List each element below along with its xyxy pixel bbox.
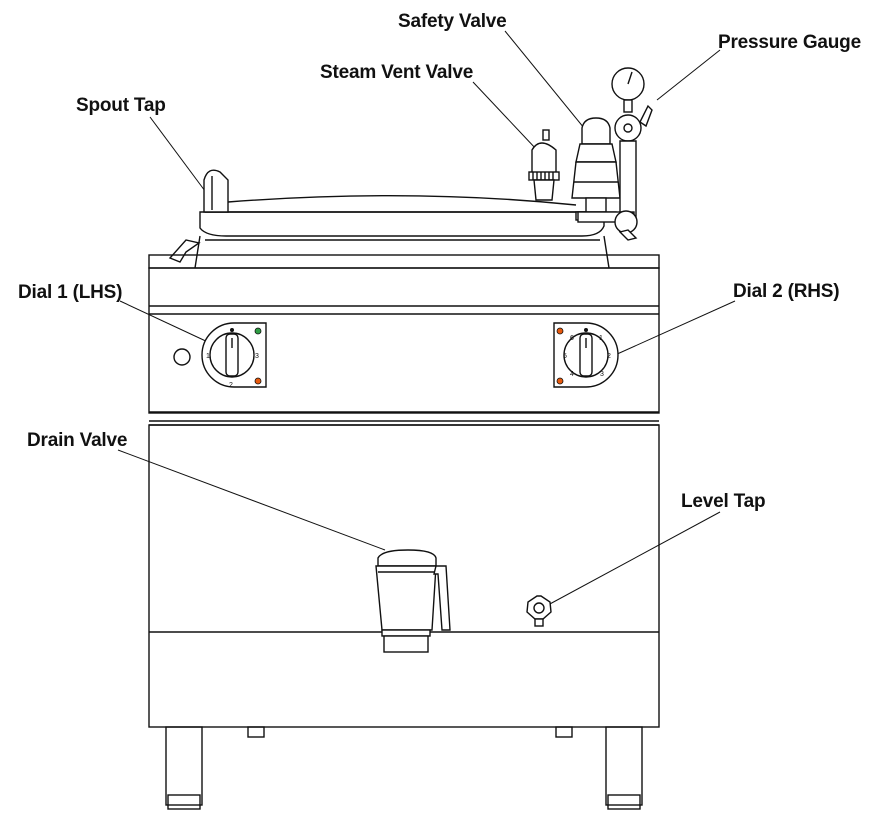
dial-2-indicator-dot [584, 328, 588, 332]
dial-1-indicator-dot [230, 328, 234, 332]
pan-lid [194, 194, 610, 269]
leader-level-tap [547, 511, 721, 606]
lower-cabinet [148, 424, 660, 728]
safety-valve [571, 117, 621, 221]
leg-right-cap [607, 794, 641, 810]
dial-2-mark: 6 [570, 335, 574, 342]
leader-drain-valve [117, 449, 386, 551]
foot-inner-right [555, 726, 573, 738]
dial-2-knob [579, 333, 593, 377]
steam-vent-valve [528, 129, 560, 201]
dial-2-rhs: 1 2 3 4 5 6 [553, 322, 619, 388]
label-safety-valve: Safety Valve [398, 11, 507, 32]
pressure-gauge [577, 67, 653, 241]
dial-1-orange-light [254, 377, 262, 385]
dial-2-mark: 1 [599, 335, 603, 342]
dial-1-mark: 3 [255, 353, 259, 360]
drain-valve [375, 549, 451, 653]
dial-1-green-light [254, 327, 262, 335]
dial-1-mark: 2 [229, 382, 233, 389]
dial-2-orange-light-top [556, 327, 564, 335]
label-drain-valve: Drain Valve [27, 430, 127, 451]
pilot-light-left [173, 348, 191, 366]
dial-2-mark: 5 [563, 353, 567, 360]
label-dial-1: Dial 1 (LHS) [18, 282, 122, 303]
label-dial-2: Dial 2 (RHS) [733, 281, 839, 302]
steam-vent-knurl [532, 172, 554, 180]
leader-lines [117, 30, 736, 606]
cabinet-feet [165, 726, 643, 810]
leader-pressure-gauge [656, 49, 721, 101]
dial-2-mark: 2 [607, 353, 611, 360]
dial-2-orange-light-bottom [556, 377, 564, 385]
leader-dial-2 [614, 300, 736, 356]
leader-safety-valve [504, 30, 585, 129]
label-steam-vent-valve: Steam Vent Valve [320, 62, 473, 83]
spout-tap [203, 169, 229, 213]
label-pressure-gauge: Pressure Gauge [718, 32, 861, 53]
dial-1-knob [225, 333, 239, 377]
label-level-tap: Level Tap [681, 491, 765, 512]
lid-handle-left [168, 239, 201, 263]
leader-steam-vent-valve [472, 81, 538, 151]
top-plate [148, 254, 660, 269]
dial-1-mark: 1 [206, 353, 210, 360]
dial-2-mark: 3 [600, 371, 604, 378]
leg-right [605, 726, 643, 806]
leader-dial-1 [119, 300, 211, 344]
control-panel [148, 267, 660, 414]
label-spout-tap: Spout Tap [76, 95, 166, 116]
dial-1-lhs: 1 2 3 [173, 322, 267, 389]
dial-2-mark: 4 [570, 371, 574, 378]
leader-spout-tap [149, 116, 209, 196]
foot-inner-left [247, 726, 265, 738]
leg-left [165, 726, 203, 806]
leg-left-cap [167, 794, 201, 810]
level-tap [526, 595, 552, 627]
